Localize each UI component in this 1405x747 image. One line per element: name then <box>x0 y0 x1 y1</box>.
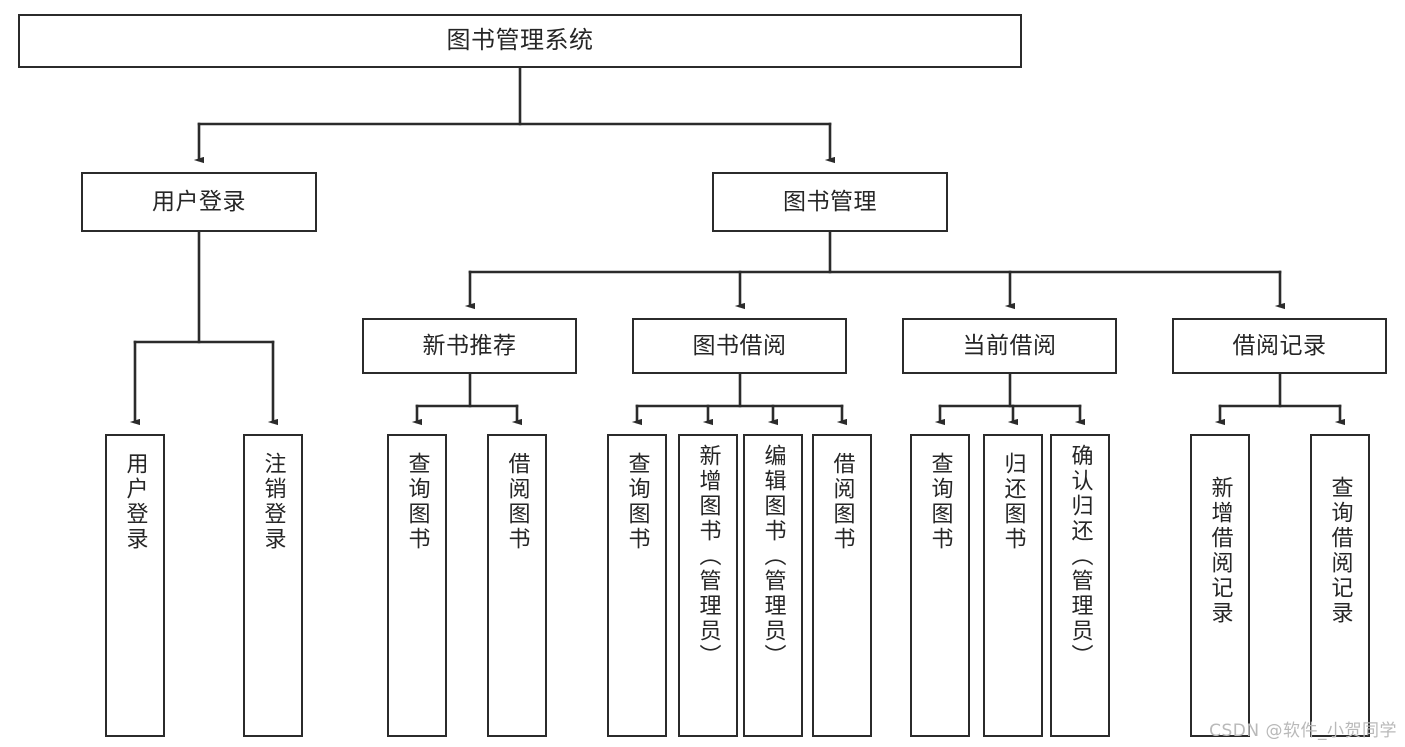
node-label: 归还图书 <box>1000 452 1026 552</box>
leaf-query-book-recommend[interactable]: 查询图书 <box>387 434 447 737</box>
leaf-return-book[interactable]: 归还图书 <box>983 434 1043 737</box>
node-label: 查询图书 <box>624 452 650 552</box>
node-label: 确认归还（管理员） <box>1067 444 1093 669</box>
node-current-borrow[interactable]: 当前借阅 <box>902 318 1117 374</box>
node-book-manage[interactable]: 图书管理 <box>712 172 948 232</box>
node-label: 注销登录 <box>260 452 286 552</box>
node-borrow-record[interactable]: 借阅记录 <box>1172 318 1387 374</box>
node-label: 新增图书（管理员） <box>695 444 721 669</box>
leaf-add-book-admin[interactable]: 新增图书（管理员） <box>678 434 738 737</box>
node-label: 查询图书 <box>404 452 430 552</box>
node-label: 借阅图书 <box>829 452 855 552</box>
node-label: 查询借阅记录 <box>1327 476 1353 626</box>
node-new-book-recommend[interactable]: 新书推荐 <box>362 318 577 374</box>
node-user-login[interactable]: 用户登录 <box>81 172 317 232</box>
leaf-add-borrow-record[interactable]: 新增借阅记录 <box>1190 434 1250 737</box>
leaf-user-login[interactable]: 用户登录 <box>105 434 165 737</box>
node-label: 图书管理系统 <box>446 26 594 55</box>
node-label: 当前借阅 <box>962 332 1057 359</box>
csdn-watermark: CSDN @软件_小贺同学 <box>1209 721 1397 741</box>
leaf-query-book-current[interactable]: 查询图书 <box>910 434 970 737</box>
node-label: 新增借阅记录 <box>1207 476 1233 626</box>
leaf-user-logout[interactable]: 注销登录 <box>243 434 303 737</box>
node-label: 图书借阅 <box>692 332 787 359</box>
node-label: 查询图书 <box>927 452 953 552</box>
node-label: 新书推荐 <box>422 332 517 359</box>
node-label: 借阅图书 <box>504 452 530 552</box>
leaf-edit-book-admin[interactable]: 编辑图书（管理员） <box>743 434 803 737</box>
leaf-query-borrow-record[interactable]: 查询借阅记录 <box>1310 434 1370 737</box>
node-label: 用户登录 <box>122 452 148 552</box>
node-label: 编辑图书（管理员） <box>760 444 786 669</box>
leaf-query-book-borrow[interactable]: 查询图书 <box>607 434 667 737</box>
leaf-confirm-return-admin[interactable]: 确认归还（管理员） <box>1050 434 1110 737</box>
node-book-borrow[interactable]: 图书借阅 <box>632 318 847 374</box>
node-label: 用户登录 <box>152 188 246 215</box>
leaf-borrow-book[interactable]: 借阅图书 <box>812 434 872 737</box>
node-label: 图书管理 <box>783 188 877 215</box>
node-root-system[interactable]: 图书管理系统 <box>18 14 1022 68</box>
leaf-borrow-book-recommend[interactable]: 借阅图书 <box>487 434 547 737</box>
node-label: 借阅记录 <box>1232 332 1327 359</box>
